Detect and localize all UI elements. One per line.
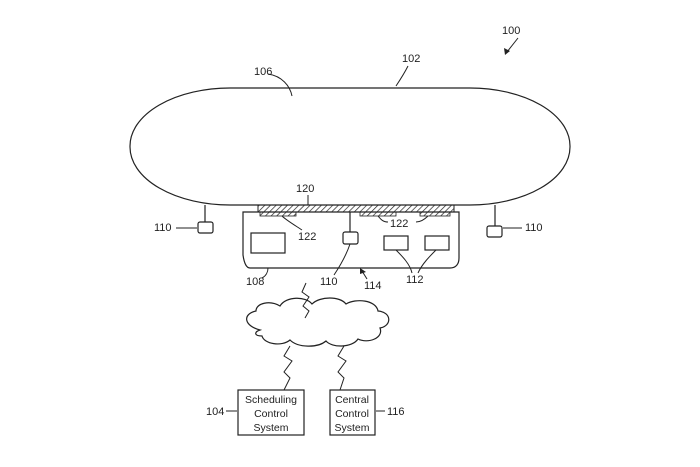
central-box-line-3: System — [334, 422, 369, 434]
ref-gondola-label: 108 — [246, 276, 264, 288]
network-cloud — [246, 297, 390, 347]
ref-panel-elements-leader-right-b — [415, 215, 429, 223]
central-box-line-1: Central — [335, 394, 369, 406]
compartment-left — [383, 235, 409, 251]
ref-gondola-bottom-arrowhead — [360, 268, 366, 274]
ref-gondola-leader — [261, 267, 269, 279]
ref-left-sensor-label: 110 — [154, 222, 172, 234]
ref-envelope-label: 106 — [254, 66, 272, 78]
ref-panel-elements-leader-left — [281, 215, 303, 231]
left-sensor — [197, 221, 214, 234]
ref-system-arrow — [506, 37, 519, 53]
ref-panel-elements-label-left: 122 — [298, 231, 316, 243]
central-box-line-2: Control — [335, 408, 369, 420]
ref-airship-label: 102 — [402, 53, 420, 65]
panel-element-left — [259, 211, 297, 217]
ref-panel-elements-leader-right-a — [377, 215, 389, 223]
scheduling-box-line-1: Scheduling — [245, 394, 297, 406]
wireless-link-cloud-central — [337, 345, 347, 391]
ref-center-sensor-label: 110 — [320, 276, 338, 288]
ref-system-arrowhead — [504, 48, 510, 55]
scheduling-control-system-box — [237, 389, 305, 436]
panel-element-middle — [359, 211, 397, 217]
compartment-right — [424, 235, 450, 251]
gondola-left-compartment — [250, 232, 286, 254]
ref-right-sensor-label: 110 — [525, 222, 543, 234]
center-sensor — [342, 231, 359, 245]
wireless-link-cloud-scheduling — [283, 345, 293, 391]
scheduling-box-line-3: System — [253, 422, 288, 434]
airship-envelope — [129, 87, 571, 206]
ref-panel-elements-label-right: 122 — [390, 218, 408, 230]
ref-solar-panel-label: 120 — [296, 183, 314, 195]
ref-envelope-leader — [267, 73, 293, 97]
ref-scheduling-label: 104 — [206, 406, 224, 418]
solar-panel-strip — [257, 204, 455, 213]
ref-compartments-leader-b — [417, 249, 437, 274]
ref-central-control-label: 116 — [387, 406, 405, 418]
wireless-link-gondola-cloud — [301, 282, 310, 319]
ref-gondola-bottom-label: 114 — [364, 280, 382, 292]
panel-element-right — [419, 211, 451, 217]
ref-center-sensor-leader — [333, 243, 351, 276]
scheduling-box-line-2: Control — [254, 408, 288, 420]
ref-compartments-leader-a — [395, 249, 413, 274]
central-control-system-box — [329, 389, 376, 436]
right-sensor — [486, 225, 503, 238]
ref-compartments-label: 112 — [406, 274, 424, 286]
gondola-body — [242, 211, 460, 269]
ref-system-label: 100 — [502, 25, 520, 37]
ref-airship-leader — [395, 65, 409, 87]
